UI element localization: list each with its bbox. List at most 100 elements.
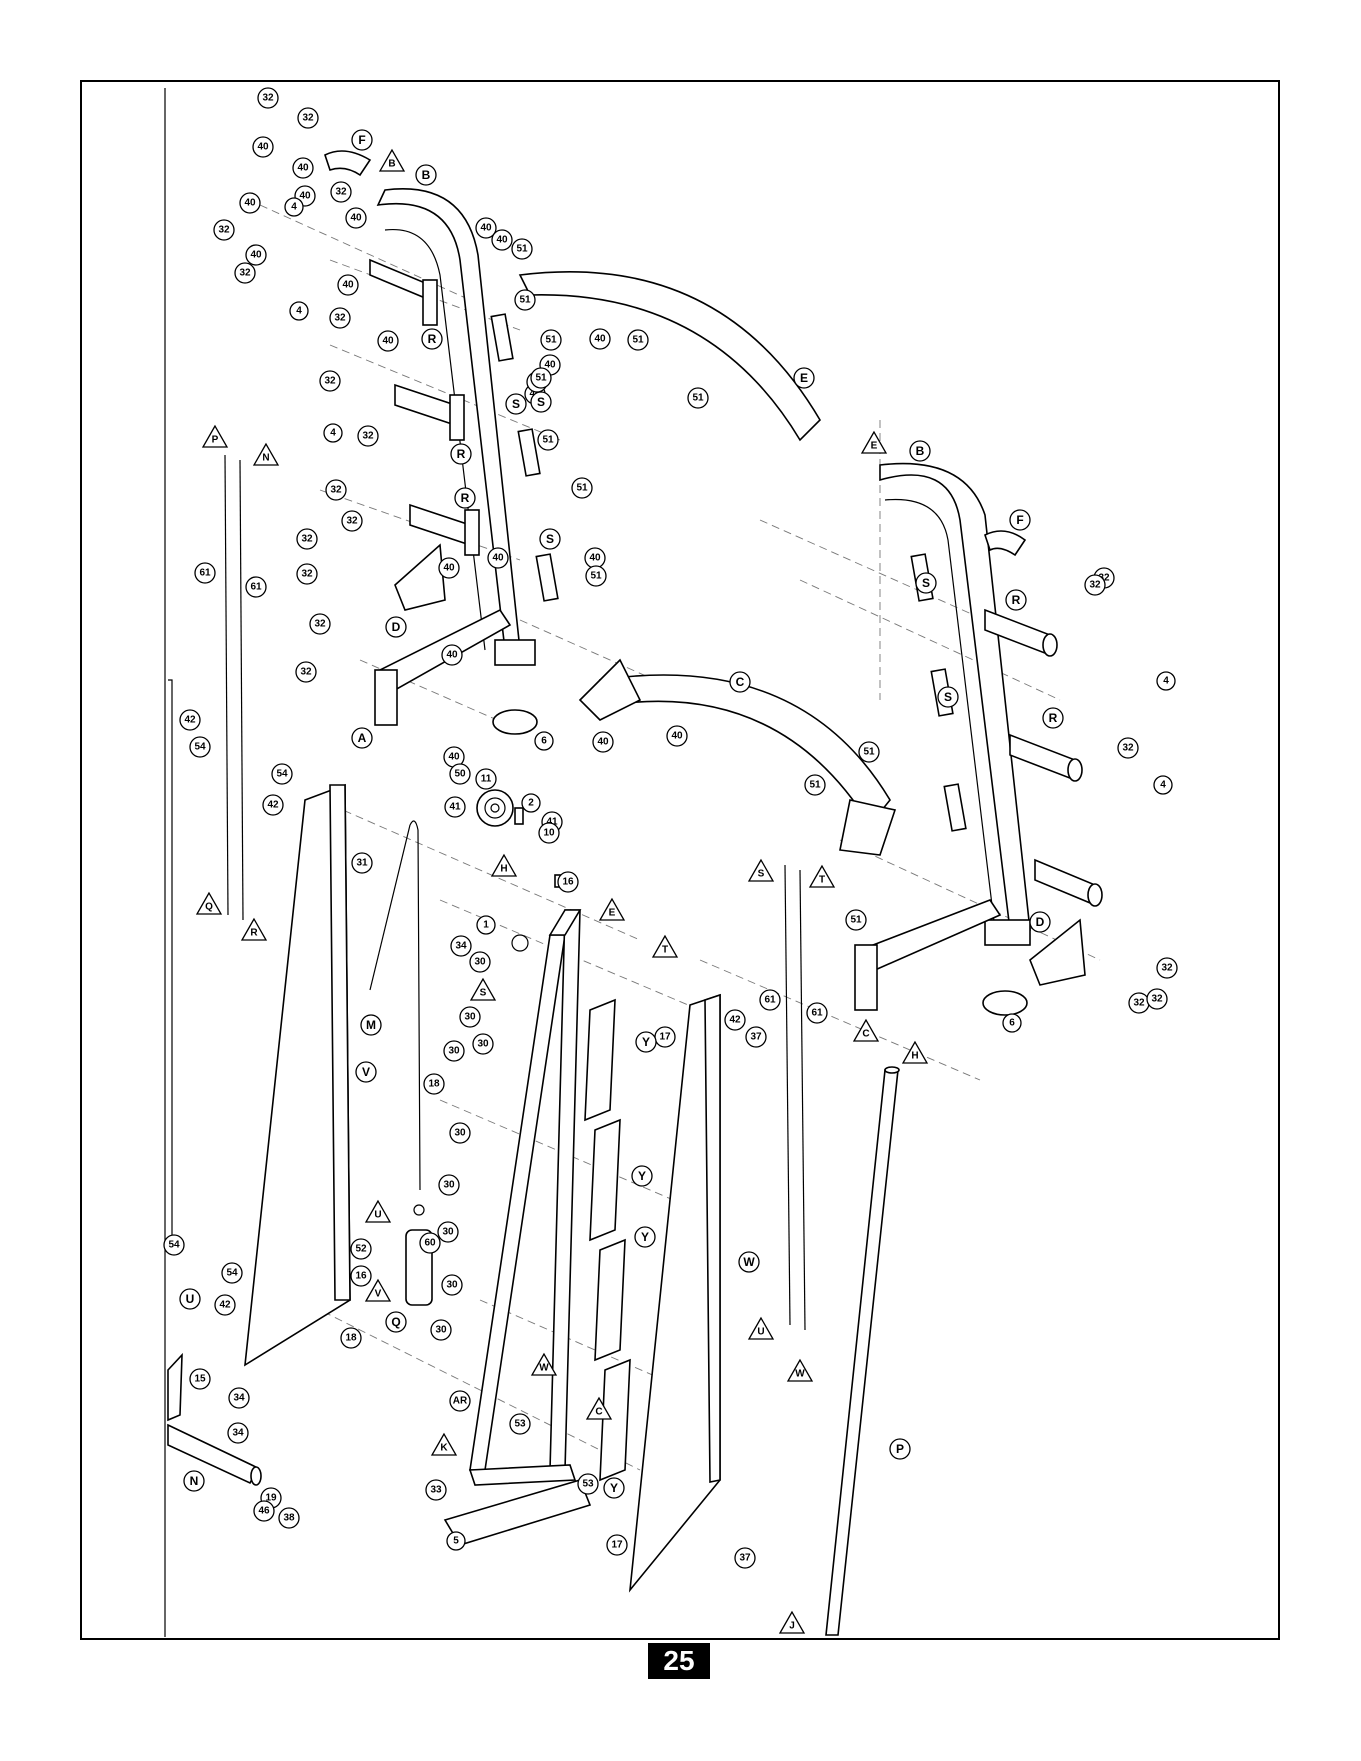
svg-text:42: 42 xyxy=(729,1015,741,1026)
svg-text:Y: Y xyxy=(642,1035,650,1049)
svg-text:32: 32 xyxy=(1089,580,1101,591)
svg-text:W: W xyxy=(743,1255,755,1269)
part-callout: 30 xyxy=(472,1033,494,1055)
svg-text:E: E xyxy=(871,441,878,452)
part-letter-callout: R xyxy=(450,443,472,465)
part-callout: 32 xyxy=(296,563,318,585)
svg-text:S: S xyxy=(758,869,765,880)
svg-text:17: 17 xyxy=(611,1540,623,1551)
part-callout: 40 xyxy=(438,557,460,579)
part-letter-callout: R xyxy=(1042,707,1064,729)
svg-text:34: 34 xyxy=(232,1428,244,1439)
part-callout: 33 xyxy=(425,1479,447,1501)
part-callout: 4 xyxy=(289,301,309,321)
part-callout: 54 xyxy=(163,1234,185,1256)
svg-text:R: R xyxy=(1012,593,1021,607)
svg-text:54: 54 xyxy=(168,1240,180,1251)
part-callout: 6 xyxy=(1002,1013,1022,1033)
part-callout: 16 xyxy=(557,871,579,893)
part-letter-callout: R xyxy=(1005,589,1027,611)
part-letter-callout: V xyxy=(355,1061,377,1083)
part-callout: 40 xyxy=(292,157,314,179)
svg-text:40: 40 xyxy=(342,280,354,291)
part-callout: 42 xyxy=(214,1294,236,1316)
part-callout: 32 xyxy=(1117,737,1139,759)
part-callout: 51 xyxy=(845,909,867,931)
part-letter-callout: R xyxy=(454,487,476,509)
assembly-reference-triangle: S xyxy=(747,858,775,882)
part-letter-callout: S xyxy=(937,686,959,708)
svg-text:51: 51 xyxy=(590,571,602,582)
assembly-reference-triangle: T xyxy=(808,864,836,888)
part-callout: 1 xyxy=(476,915,496,935)
svg-text:46: 46 xyxy=(258,1506,270,1517)
svg-text:40: 40 xyxy=(257,142,269,153)
part-letter-callout: D xyxy=(1029,911,1051,933)
assembly-reference-triangle: S xyxy=(469,977,497,1001)
part-callout: 32 xyxy=(325,479,347,501)
part-callout: 32 xyxy=(341,510,363,532)
svg-text:40: 40 xyxy=(448,752,460,763)
svg-text:H: H xyxy=(500,864,507,875)
svg-text:32: 32 xyxy=(301,569,313,580)
svg-text:40: 40 xyxy=(250,250,262,261)
svg-text:40: 40 xyxy=(594,334,606,345)
part-callout: 51 xyxy=(585,565,607,587)
part-callout: 40 xyxy=(666,725,688,747)
assembly-reference-triangle: C xyxy=(852,1018,880,1042)
assembly-reference-triangle: B xyxy=(378,148,406,172)
part-letter-callout: B xyxy=(415,164,437,186)
foot-pad-right xyxy=(982,990,1028,1016)
svg-text:32: 32 xyxy=(262,93,274,104)
part-callout: 40 xyxy=(491,229,513,251)
selector-cable-assembly xyxy=(369,820,433,1306)
part-callout: 51 xyxy=(514,289,536,311)
svg-text:34: 34 xyxy=(455,941,467,952)
part-callout: 17 xyxy=(606,1534,628,1556)
svg-text:1: 1 xyxy=(483,920,489,931)
svg-text:40: 40 xyxy=(350,213,362,224)
svg-text:T: T xyxy=(819,875,825,886)
svg-text:R: R xyxy=(457,447,466,461)
part-callout: 61 xyxy=(245,576,267,598)
svg-text:41: 41 xyxy=(449,802,461,813)
assembly-reference-triangle: E xyxy=(860,430,888,454)
assembly-reference-triangle: H xyxy=(901,1040,929,1064)
part-callout: 40 xyxy=(239,192,261,214)
svg-text:61: 61 xyxy=(764,995,776,1006)
part-callout: 30 xyxy=(449,1122,471,1144)
weight-horns-left xyxy=(369,258,480,556)
part-callout: 15 xyxy=(189,1368,211,1390)
svg-text:T: T xyxy=(662,945,668,956)
part-letter-callout: F xyxy=(1009,509,1031,531)
assembly-reference-triangle: U xyxy=(747,1316,775,1340)
part-callout: 34 xyxy=(450,935,472,957)
part-callout: 40 xyxy=(443,746,465,768)
svg-text:4: 4 xyxy=(330,428,336,439)
weight-stack-tower xyxy=(443,874,592,1546)
svg-text:C: C xyxy=(862,1029,869,1040)
part-callout: 18 xyxy=(340,1327,362,1349)
svg-text:40: 40 xyxy=(671,731,683,742)
svg-text:S: S xyxy=(480,988,487,999)
part-callout: 32 xyxy=(1084,574,1106,596)
part-callout: 30 xyxy=(469,951,491,973)
assembly-reference-triangle: C xyxy=(585,1396,613,1420)
svg-text:C: C xyxy=(736,675,745,689)
svg-text:40: 40 xyxy=(589,553,601,564)
part-callout: 32 xyxy=(319,370,341,392)
pulley xyxy=(476,789,524,827)
part-callout: 4 xyxy=(1156,671,1176,691)
svg-text:32: 32 xyxy=(346,516,358,527)
part-letter-callout: Y xyxy=(634,1226,656,1248)
part-letter-callout: S xyxy=(505,393,527,415)
part-callout: 4 xyxy=(284,197,304,217)
svg-text:F: F xyxy=(358,133,365,147)
part-callout: 32 xyxy=(1128,992,1150,1014)
part-callout: 40 xyxy=(377,330,399,352)
svg-text:31: 31 xyxy=(356,858,368,869)
svg-text:61: 61 xyxy=(199,568,211,579)
svg-text:32: 32 xyxy=(1098,573,1110,584)
part-callout: 51 xyxy=(530,367,552,389)
